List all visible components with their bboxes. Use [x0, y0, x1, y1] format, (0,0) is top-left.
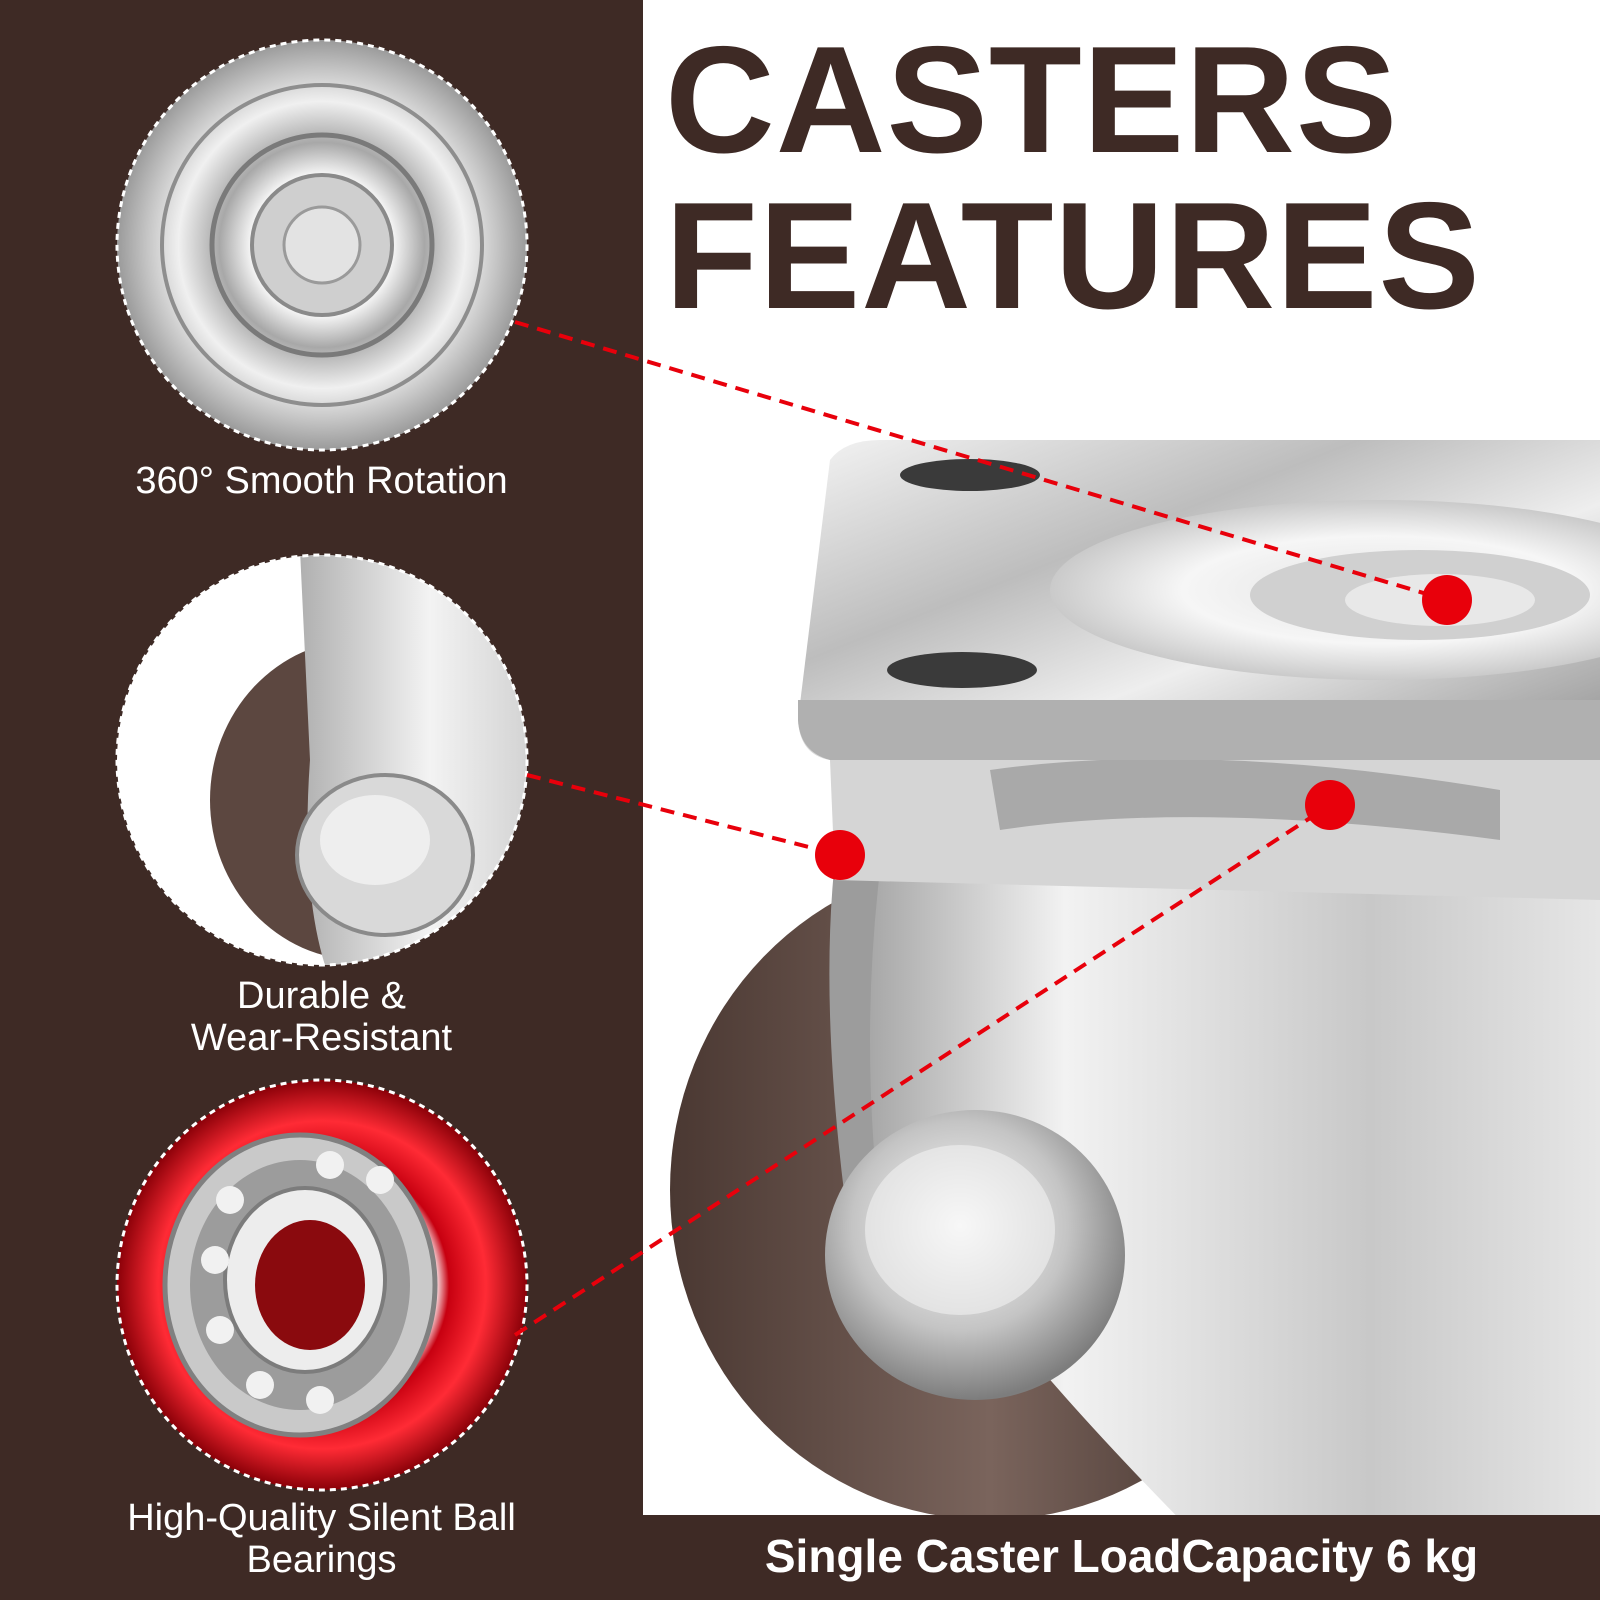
rotation-plate-icon	[115, 38, 529, 452]
feature-label-durable: Durable & Wear-Resistant	[0, 975, 643, 1059]
feature-label-durable-line-1: Durable &	[237, 975, 406, 1017]
feature-label-rotation-line-1: 360° Smooth Rotation	[135, 460, 508, 502]
feature-label-durable-line-2: Wear-Resistant	[190, 1017, 453, 1059]
callout-marker-durable	[815, 830, 865, 880]
callout-marker-rotation	[1422, 575, 1472, 625]
caster-side-icon	[115, 553, 529, 967]
ball-bearing-icon	[115, 1078, 529, 1492]
callout-marker-bearing	[1305, 780, 1355, 830]
feature-label-bearing-line-1: High-Quality Silent Ball	[127, 1497, 516, 1539]
title-line-2: FEATURES	[665, 171, 1481, 341]
feature-label-rotation: 360° Smooth Rotation	[0, 460, 643, 502]
load-capacity-bar	[643, 1515, 1600, 1600]
callout-lines	[513, 320, 1448, 1337]
feature-label-bearing: High-Quality Silent Ball Bearings	[0, 1497, 643, 1581]
feature-label-bearing-line-2: Bearings	[246, 1539, 397, 1581]
page-title: CASTERS FEATURES	[665, 22, 1481, 334]
load-capacity-text: Single Caster LoadCapacity 6 kg	[764, 1530, 1479, 1582]
title-line-1: CASTERS	[665, 15, 1399, 185]
